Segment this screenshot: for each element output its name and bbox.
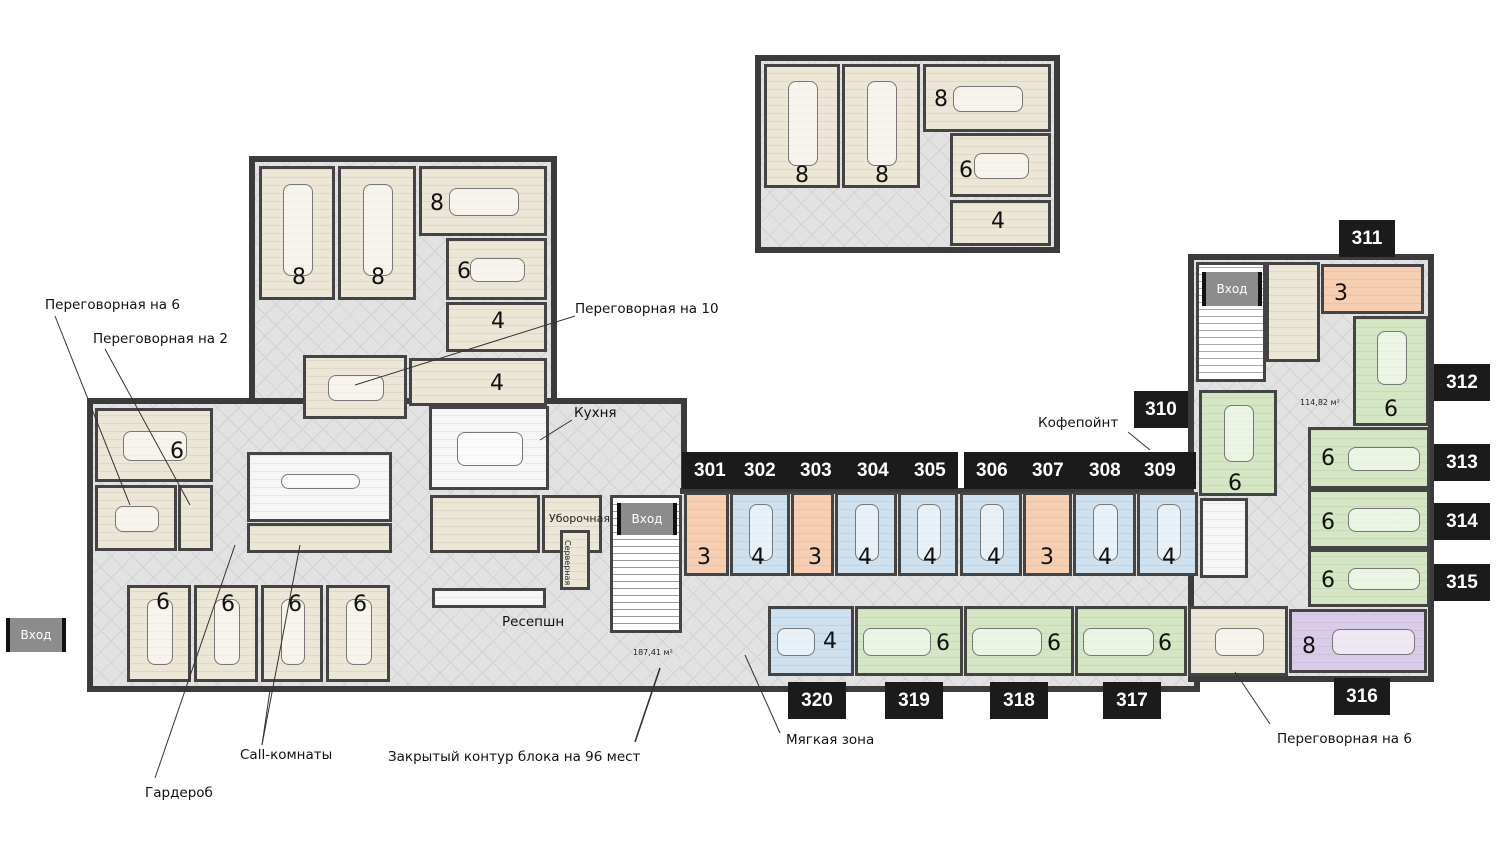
left-room-6c[interactable]: 6 xyxy=(261,585,323,682)
upper-room-4[interactable]: 4 xyxy=(446,302,547,352)
room-312[interactable]: 6 xyxy=(1353,316,1429,426)
meeting-room-6-right[interactable] xyxy=(1188,606,1288,676)
label-318: 318 xyxy=(990,682,1048,719)
room-314[interactable]: 6 xyxy=(1308,489,1430,549)
room-303[interactable]: 3 xyxy=(791,492,834,576)
upper-room-4b[interactable]: 4 xyxy=(409,358,547,406)
room-316[interactable]: 8 xyxy=(1289,609,1427,673)
room-304[interactable]: 4 xyxy=(835,492,897,576)
inset-room-6[interactable]: 6 xyxy=(950,133,1051,197)
call-rooms[interactable] xyxy=(247,523,392,553)
note-reception: Ресепшн xyxy=(502,614,565,630)
entrance-left[interactable]: Вход xyxy=(6,618,66,652)
label-314: 314 xyxy=(1434,503,1490,540)
server-room[interactable] xyxy=(560,530,590,590)
room-315[interactable]: 6 xyxy=(1308,549,1430,607)
label-311: 311 xyxy=(1339,220,1395,257)
note-coffee-point: Кофепойнт xyxy=(1038,415,1119,431)
toilets-right[interactable] xyxy=(1266,262,1320,362)
label-bar-306-309: 306 307 308 309 xyxy=(964,452,1196,489)
inset-room-8b[interactable]: 8 xyxy=(842,64,920,188)
upper-room-8b[interactable]: 8 xyxy=(338,166,416,300)
entrance-center[interactable]: Вход xyxy=(617,503,677,535)
note-meeting2: Переговорная на 2 xyxy=(93,331,228,347)
note-closed-block: Закрытый контур блока на 96 мест xyxy=(388,749,641,765)
meeting-room-2[interactable] xyxy=(95,485,177,551)
label-316: 316 xyxy=(1334,678,1390,715)
label-319: 319 xyxy=(885,682,943,719)
toilets-left[interactable] xyxy=(430,495,540,553)
room-320[interactable]: 4 xyxy=(768,606,854,676)
label-313: 313 xyxy=(1434,444,1490,481)
room-319[interactable]: 6 xyxy=(855,606,963,676)
label-bar-301-305: 301 302 303 304 305 xyxy=(682,452,958,489)
room-313[interactable]: 6 xyxy=(1308,427,1430,489)
label-312: 312 xyxy=(1434,364,1490,401)
room-317[interactable]: 6 xyxy=(1075,606,1187,676)
inset-room-8a[interactable]: 8 xyxy=(764,64,840,188)
label-310: 310 xyxy=(1134,391,1188,428)
entrance-right[interactable]: Вход xyxy=(1202,272,1262,306)
room-318[interactable]: 6 xyxy=(964,606,1074,676)
upper-room-8a[interactable]: 8 xyxy=(259,166,335,300)
upper-room-8c[interactable]: 8 xyxy=(419,166,547,236)
note-soft-zone: Мягкая зона xyxy=(786,732,875,748)
reception-desk xyxy=(432,588,546,608)
room-311[interactable]: 3 xyxy=(1321,264,1424,314)
upper-room-6[interactable]: 6 xyxy=(446,238,547,300)
inset-room-8c[interactable]: 8 xyxy=(923,64,1051,132)
room-305[interactable]: 4 xyxy=(898,492,958,576)
left-room-6a[interactable]: 6 xyxy=(127,585,191,682)
coffee-point[interactable] xyxy=(1200,498,1248,578)
note-call-rooms: Call-комнаты xyxy=(240,747,333,763)
label-320: 320 xyxy=(788,682,846,719)
call-room-small[interactable] xyxy=(178,485,213,551)
meeting-room-6-left[interactable]: 6 xyxy=(95,408,213,482)
room-306[interactable]: 4 xyxy=(960,492,1022,576)
hall-area: 187,41 м² xyxy=(633,648,673,657)
wardrobe-block[interactable] xyxy=(247,452,392,522)
corridor-area: 114,82 м² xyxy=(1300,398,1340,407)
room-302[interactable]: 4 xyxy=(730,492,790,576)
room-307[interactable]: 3 xyxy=(1023,492,1072,576)
note-server: Серверная xyxy=(563,540,572,586)
room-308[interactable]: 4 xyxy=(1073,492,1136,576)
meeting-room-10[interactable] xyxy=(303,355,407,419)
room-301[interactable]: 3 xyxy=(684,492,729,576)
left-room-6d[interactable]: 6 xyxy=(326,585,390,682)
note-kitchen: Кухня xyxy=(574,405,617,421)
room-309[interactable]: 4 xyxy=(1137,492,1198,576)
room-310[interactable]: 6 xyxy=(1199,390,1277,496)
inset-room-4[interactable]: 4 xyxy=(950,200,1051,246)
left-room-6b[interactable]: 6 xyxy=(194,585,258,682)
note-meeting10: Переговорная на 10 xyxy=(575,301,719,317)
label-317: 317 xyxy=(1103,682,1161,719)
note-wardrobe: Гардероб xyxy=(145,785,213,801)
label-315: 315 xyxy=(1434,564,1490,601)
note-meeting6-left: Переговорная на 6 xyxy=(45,297,180,313)
note-meeting6-right: Переговорная на 6 xyxy=(1277,731,1412,747)
kitchen[interactable] xyxy=(429,406,549,490)
